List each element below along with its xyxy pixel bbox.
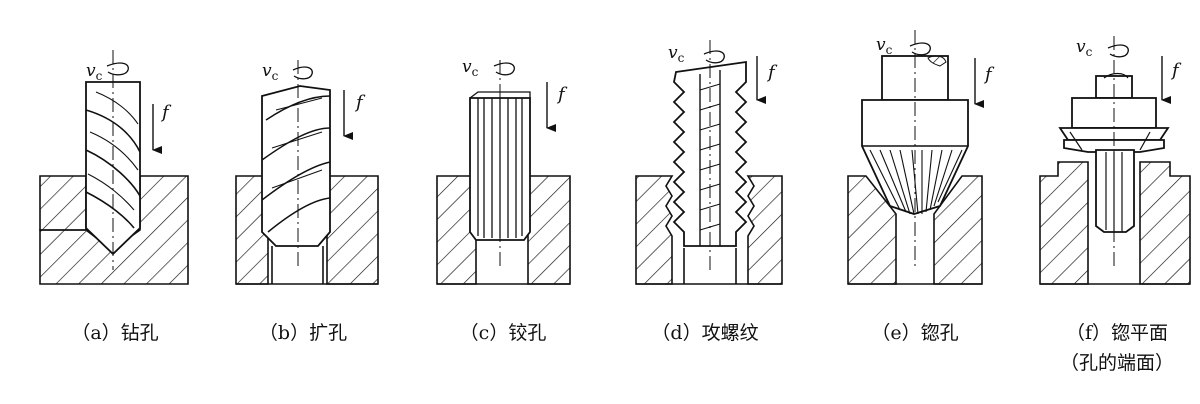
- caption-f-spot-facing-note: （孔的端面）: [1059, 352, 1174, 374]
- workpiece-f: [1039, 161, 1191, 285]
- rotation-symbol-a: vc: [86, 61, 129, 83]
- feed-arrow-d: f: [756, 56, 778, 104]
- workpiece-b: [235, 175, 379, 285]
- feed-label-c: f: [556, 84, 568, 105]
- vc-label-d: vc: [668, 43, 685, 65]
- caption-b-core-drilling: （b）扩孔: [258, 322, 348, 344]
- twist-drill: [85, 81, 141, 256]
- feed-arrow-c: f: [546, 82, 568, 132]
- feed-arrow-a: f: [152, 102, 172, 154]
- rotation-symbol-d: vc: [668, 43, 725, 65]
- feed-label-e: f: [983, 64, 995, 85]
- feed-label-f: f: [1170, 60, 1182, 81]
- workpiece-e: [847, 175, 983, 285]
- caption-e-countersinking: （e）锪孔: [871, 322, 959, 344]
- panel-d-tapping: vc f: [635, 40, 783, 285]
- feed-label-b: f: [354, 92, 366, 113]
- feed-arrow-f: f: [1161, 56, 1182, 104]
- vc-label-b: vc: [262, 61, 279, 83]
- vc-label-e: vc: [876, 35, 893, 57]
- caption-c-reaming: （c）铰孔: [459, 322, 547, 344]
- rotation-symbol-e: vc: [876, 35, 931, 57]
- rotation-symbol-b: vc: [262, 61, 313, 83]
- workpiece-d: [635, 175, 783, 285]
- vc-label-a: vc: [86, 61, 103, 83]
- workpiece-c: [436, 175, 571, 285]
- panel-f-spot-facing: vc f: [1039, 36, 1191, 285]
- panel-e-countersinking: vc f: [847, 30, 995, 285]
- caption-f-spot-facing: （f）锪平面: [1065, 322, 1169, 344]
- feed-arrow-e: f: [974, 58, 995, 108]
- feed-label-a: f: [160, 102, 172, 123]
- panel-b-core-drilling: vc f: [235, 60, 379, 285]
- rotation-symbol-c: vc: [462, 57, 515, 79]
- feed-arrow-b: f: [343, 90, 366, 140]
- vc-label-c: vc: [462, 57, 479, 79]
- core-drill: [261, 85, 331, 247]
- rotation-symbol-f: vc: [1076, 37, 1129, 59]
- vc-label-f: vc: [1076, 37, 1093, 59]
- panel-a-drilling: vc f: [39, 50, 189, 285]
- feed-label-d: f: [766, 62, 778, 83]
- caption-d-tapping: （d）攻螺纹: [651, 322, 759, 344]
- panel-c-reaming: vc f: [436, 57, 571, 285]
- caption-a-drilling: （a）钻孔: [71, 322, 159, 344]
